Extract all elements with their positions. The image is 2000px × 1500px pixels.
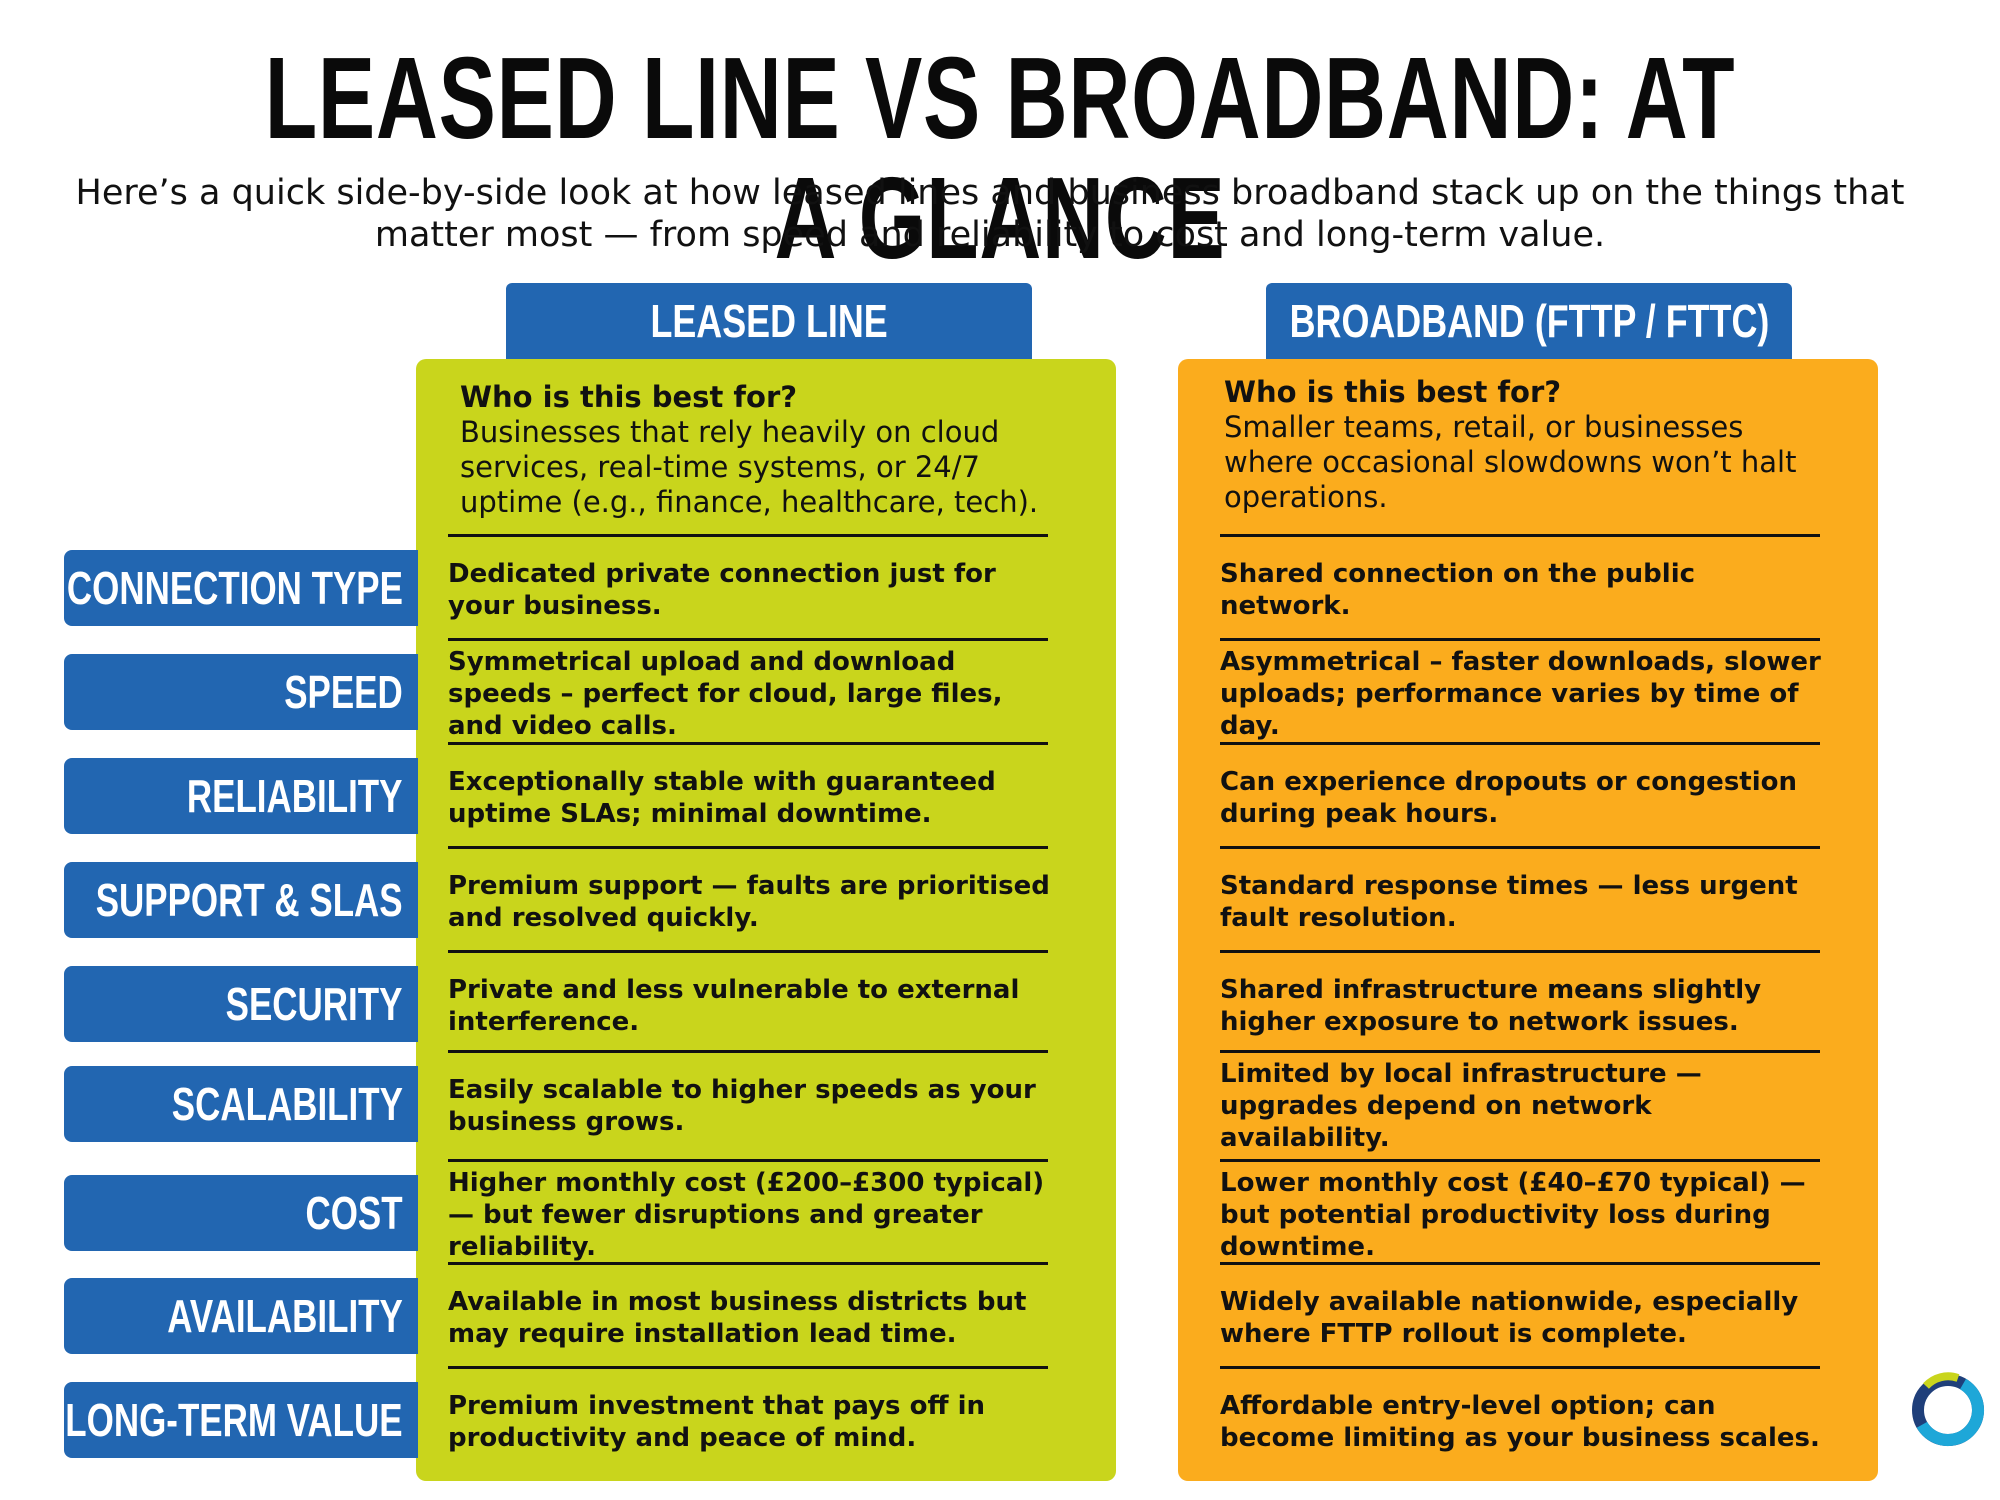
- leased-line-cell-text: Easily scalable to higher speeds as your…: [448, 1075, 1036, 1137]
- row-divider: [448, 1159, 1048, 1162]
- leased-line-cell: Premium support — faults are prioritised…: [448, 850, 1058, 954]
- leased-line-cell-text: Private and less vulnerable to external …: [448, 975, 1020, 1037]
- broadband-cell-text: Shared connection on the public network.: [1220, 559, 1696, 621]
- row-divider: [448, 1262, 1048, 1265]
- broadband-cell: Lower monthly cost (£40–£70 typical) — b…: [1220, 1163, 1830, 1267]
- row-divider: [1220, 742, 1820, 745]
- leased-best-for-answer: Businesses that rely heavily on cloud se…: [460, 415, 1039, 519]
- leased-line-cell: Dedicated private connection just for yo…: [448, 538, 1058, 642]
- row-label: SPEED: [64, 654, 418, 730]
- row-divider: [448, 950, 1048, 953]
- broadband-cell: Shared connection on the public network.: [1220, 538, 1830, 642]
- broadband-header: BROADBAND (FTTP / FTTC): [1266, 283, 1792, 359]
- leased-best-for-question: Who is this best for?: [460, 380, 798, 414]
- leased-line-cell-text: Symmetrical upload and download speeds –…: [448, 647, 1003, 741]
- row-divider: [1220, 1050, 1820, 1053]
- leased-line-panel: [416, 359, 1116, 1481]
- row-label: LONG-TERM VALUE: [64, 1382, 418, 1458]
- row-label: SCALABILITY: [64, 1066, 418, 1142]
- row-label-text: CONNECTION TYPE: [66, 562, 403, 614]
- broadband-cell-text: Affordable entry-level option; can becom…: [1220, 1391, 1820, 1453]
- row-divider: [448, 742, 1048, 745]
- broadband-best-for-question: Who is this best for?: [1224, 375, 1562, 409]
- broadband-cell-text: Limited by local infrastructure — upgrad…: [1220, 1059, 1702, 1153]
- broadband-cell: Can experience dropouts or congestion du…: [1220, 746, 1830, 850]
- broadband-cell: Widely available nationwide, especially …: [1220, 1266, 1830, 1370]
- row-divider: [448, 846, 1048, 849]
- leased-line-cell-text: Available in most business districts but…: [448, 1287, 1027, 1349]
- broadband-cell: Asymmetrical – faster downloads, slower …: [1220, 642, 1830, 746]
- row-label-text: RELIABILITY: [187, 770, 403, 822]
- page-title: LEASED LINE VS BROADBAND: AT A GLANCE: [264, 33, 1736, 283]
- row-divider: [448, 534, 1048, 537]
- row-label: RELIABILITY: [64, 758, 418, 834]
- leased-line-cell: Symmetrical upload and download speeds –…: [448, 642, 1058, 746]
- leased-line-cell-text: Higher monthly cost (£200–£300 typical) …: [448, 1168, 1045, 1262]
- row-label: SUPPORT & SLAS: [64, 862, 418, 938]
- broadband-cell-text: Standard response times — less urgent fa…: [1220, 871, 1798, 933]
- broadband-cell: Affordable entry-level option; can becom…: [1220, 1370, 1830, 1474]
- row-label-text: SCALABILITY: [171, 1078, 403, 1130]
- broadband-cell: Limited by local infrastructure — upgrad…: [1220, 1054, 1830, 1158]
- broadband-cell-text: Widely available nationwide, especially …: [1220, 1287, 1799, 1349]
- leased-line-cell: Available in most business districts but…: [448, 1266, 1058, 1370]
- row-label-text: LONG-TERM VALUE: [65, 1394, 403, 1446]
- row-divider: [1220, 1159, 1820, 1162]
- row-label-text: SUPPORT & SLAS: [95, 874, 403, 926]
- row-divider: [1220, 1262, 1820, 1265]
- broadband-cell-text: Can experience dropouts or congestion du…: [1220, 767, 1798, 829]
- row-label: SECURITY: [64, 966, 418, 1042]
- broadband-best-for: Who is this best for? Smaller teams, ret…: [1224, 375, 1804, 515]
- row-label: AVAILABILITY: [64, 1278, 418, 1354]
- row-label-text: AVAILABILITY: [167, 1290, 403, 1342]
- leased-line-cell-text: Exceptionally stable with guaranteed upt…: [448, 767, 996, 829]
- row-divider: [1220, 950, 1820, 953]
- leased-line-header-label: LEASED LINE: [650, 295, 888, 347]
- broadband-cell-text: Asymmetrical – faster downloads, slower …: [1220, 647, 1821, 741]
- leased-line-cell: Private and less vulnerable to external …: [448, 954, 1058, 1058]
- leased-line-cell: Premium investment that pays off in prod…: [448, 1370, 1058, 1474]
- leased-line-header: LEASED LINE: [506, 283, 1032, 359]
- row-divider: [1220, 1366, 1820, 1369]
- row-divider: [448, 638, 1048, 641]
- row-label-text: SPEED: [284, 666, 403, 718]
- row-label: COST: [64, 1175, 418, 1251]
- broadband-best-for-answer: Smaller teams, retail, or businesses whe…: [1224, 410, 1797, 514]
- broadband-cell: Shared infrastructure means slightly hig…: [1220, 954, 1830, 1058]
- row-divider: [448, 1366, 1048, 1369]
- row-label-text: COST: [305, 1187, 403, 1239]
- row-divider: [1220, 638, 1820, 641]
- row-label-text: SECURITY: [226, 978, 403, 1030]
- leased-line-cell: Easily scalable to higher speeds as your…: [448, 1054, 1058, 1158]
- leased-line-cell-text: Dedicated private connection just for yo…: [448, 559, 996, 621]
- page-subtitle: Here’s a quick side-by-side look at how …: [75, 173, 1905, 255]
- row-divider: [1220, 534, 1820, 537]
- leased-line-cell-text: Premium investment that pays off in prod…: [448, 1391, 985, 1453]
- leased-line-cell: Exceptionally stable with guaranteed upt…: [448, 746, 1058, 850]
- row-label: CONNECTION TYPE: [64, 550, 418, 626]
- row-divider: [448, 1050, 1048, 1053]
- broadband-cell: Standard response times — less urgent fa…: [1220, 850, 1830, 954]
- ring-logo-icon: [1912, 1372, 1984, 1446]
- broadband-cell-text: Lower monthly cost (£40–£70 typical) — b…: [1220, 1168, 1806, 1262]
- leased-line-cell-text: Premium support — faults are prioritised…: [448, 871, 1050, 933]
- leased-line-cell: Higher monthly cost (£200–£300 typical) …: [448, 1163, 1058, 1267]
- broadband-header-label: BROADBAND (FTTP / FTTC): [1289, 295, 1769, 347]
- broadband-cell-text: Shared infrastructure means slightly hig…: [1220, 975, 1762, 1037]
- row-divider: [1220, 846, 1820, 849]
- broadband-panel: [1178, 359, 1878, 1481]
- leased-best-for: Who is this best for? Businesses that re…: [460, 380, 1040, 520]
